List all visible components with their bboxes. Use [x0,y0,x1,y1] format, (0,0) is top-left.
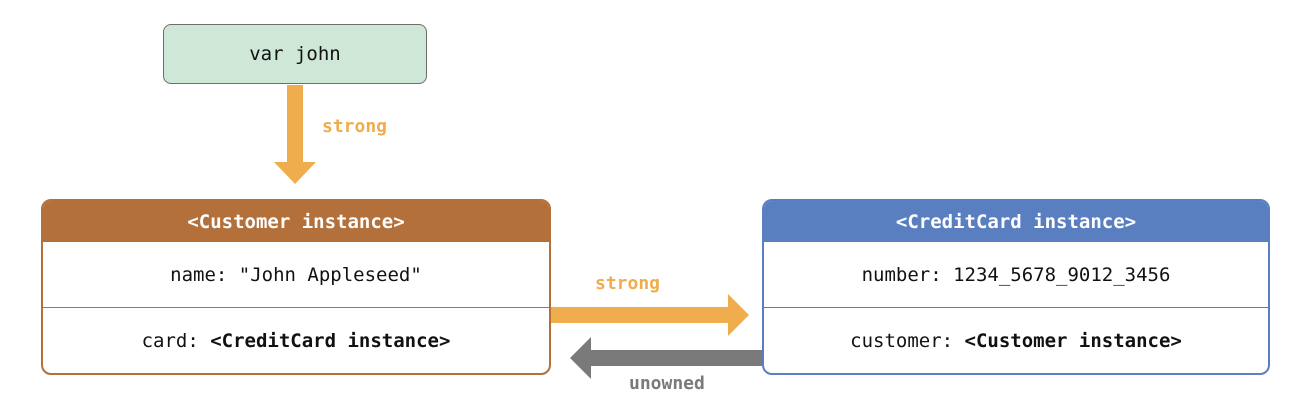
strong-arrow-john-to-customer [274,85,316,184]
customer-card-row: card: <CreditCard instance> [43,307,549,373]
creditcard-customer-value: <Customer instance> [964,329,1182,352]
unowned-label: unowned [629,373,705,394]
customer-card-key: card: [141,329,211,352]
creditcard-customer-key: customer: [850,329,965,352]
creditcard-number-row: number: 1234_5678_9012_3456 [861,263,1171,286]
creditcard-customer-row: customer: <Customer instance> [764,307,1268,373]
customer-instance-box: <Customer instance> name: "John Applesee… [41,199,551,375]
customer-card-value: <CreditCard instance> [210,329,451,352]
customer-instance-header: <Customer instance> [43,201,549,242]
creditcard-instance-box: <CreditCard instance> number: 1234_5678_… [762,199,1270,375]
var-john-box: var john [163,24,427,84]
creditcard-instance-header: <CreditCard instance> [764,201,1268,242]
strong-arrow-customer-to-card [551,294,749,336]
unowned-arrow-card-to-customer [570,337,762,379]
customer-name-row: name: "John Appleseed" [170,263,422,286]
var-john-label: var john [249,43,341,65]
strong-label-top: strong [322,116,388,137]
strong-label-middle: strong [595,273,661,294]
